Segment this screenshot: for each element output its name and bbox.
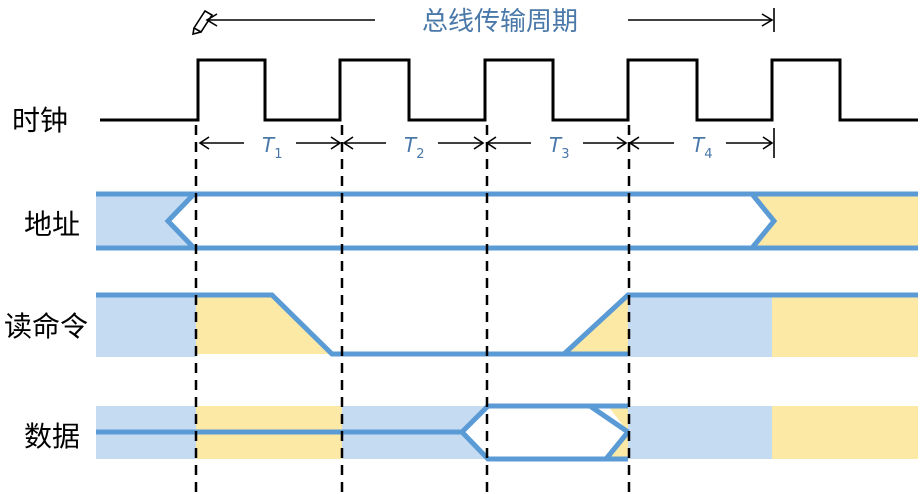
title-group: 总线传输周期	[192, 7, 775, 37]
title-arrowhead-right	[761, 13, 774, 27]
label-data: 数据	[24, 420, 80, 453]
period-label-t4: T4	[692, 133, 713, 162]
period-label-t2: T2	[404, 133, 425, 162]
address-next-region-right	[752, 194, 918, 248]
data-region-5	[772, 406, 918, 459]
read-fall-region	[196, 295, 332, 354]
read-idle-region-right	[628, 295, 772, 357]
read-next-region	[772, 295, 918, 357]
read-command-signal	[96, 292, 918, 357]
read-command-waveform	[96, 292, 918, 357]
data-valid-tail	[608, 406, 628, 459]
read-idle-region-left	[96, 295, 196, 357]
address-invalid-region-left	[96, 194, 192, 248]
label-read-command: 读命令	[4, 310, 88, 343]
guide-lines	[194, 125, 631, 494]
address-valid-outline	[96, 191, 918, 251]
data-signal	[96, 403, 918, 462]
period-label-t3: T3	[549, 133, 570, 162]
period-markers	[198, 128, 775, 158]
pencil-icon	[192, 9, 214, 36]
data-region-4	[628, 406, 772, 459]
title-arrowhead-left	[205, 13, 218, 27]
clock-waveform	[100, 58, 918, 122]
period-label-t1: T1	[262, 133, 283, 162]
label-clock: 时钟	[12, 104, 68, 137]
label-address: 地址	[24, 208, 80, 241]
address-signal	[96, 191, 918, 251]
diagram-title: 总线传输周期	[422, 7, 578, 37]
